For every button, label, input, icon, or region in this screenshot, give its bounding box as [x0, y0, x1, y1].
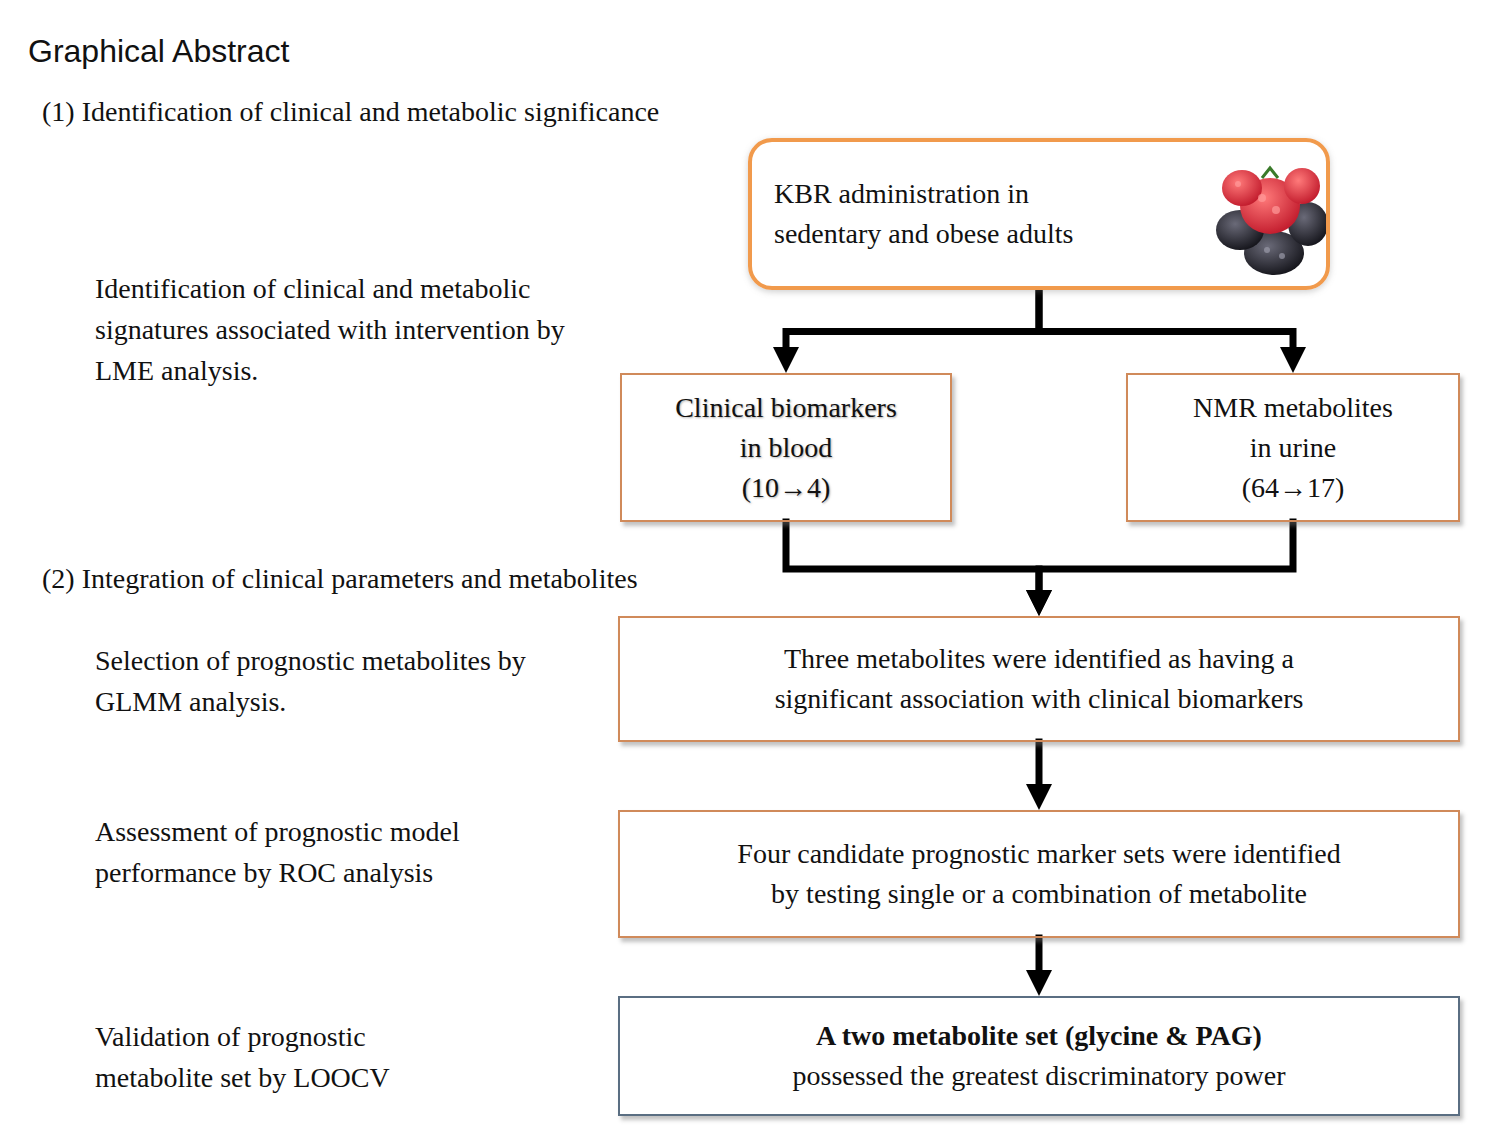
step-description: Assessment of prognostic model performan… [95, 811, 487, 893]
box-text: Three metabolites were identified as hav… [680, 639, 1398, 719]
section-heading: (1) Identification of clinical and metab… [42, 91, 942, 132]
box-text: NMR metabolites in urine [1168, 388, 1418, 468]
flow-arrow [773, 290, 1039, 373]
box-text: Clinical biomarkers in blood [650, 388, 922, 468]
box-subtext: (64→17) [1168, 468, 1418, 508]
flow-arrow [1026, 938, 1052, 996]
process-box: NMR metabolites in urine(64→17) [1126, 373, 1460, 522]
section-heading: (2) Integration of clinical parameters a… [42, 558, 762, 599]
diagram-title: Graphical Abstract [28, 32, 289, 70]
box-subtext: possessed the greatest discriminatory po… [660, 1056, 1418, 1096]
box-subtext: (10→4) [650, 468, 922, 508]
flow-arrow [1026, 742, 1052, 810]
step-description: Selection of prognostic metabolites by G… [95, 640, 540, 722]
box-text: Four candidate prognostic marker sets we… [670, 834, 1408, 914]
process-box: Three metabolites were identified as hav… [618, 616, 1460, 742]
box-text: KBR administration in sedentary and obes… [774, 174, 1201, 254]
step-description: Identification of clinical and metabolic… [95, 268, 577, 391]
box-text: A two metabolite set (glycine & PAG) [660, 1016, 1418, 1056]
step-description: Validation of prognostic metabolite set … [95, 1016, 457, 1098]
process-box: Clinical biomarkers in blood(10→4) [620, 373, 952, 522]
flow-arrow [1026, 522, 1293, 616]
flow-arrow [1039, 290, 1306, 373]
flow-arrow [786, 522, 1052, 616]
process-box: Four candidate prognostic marker sets we… [618, 810, 1460, 938]
berry-illustration [1212, 158, 1330, 278]
result-box: A two metabolite set (glycine & PAG)poss… [618, 996, 1460, 1116]
start-box: KBR administration in sedentary and obes… [748, 138, 1330, 290]
